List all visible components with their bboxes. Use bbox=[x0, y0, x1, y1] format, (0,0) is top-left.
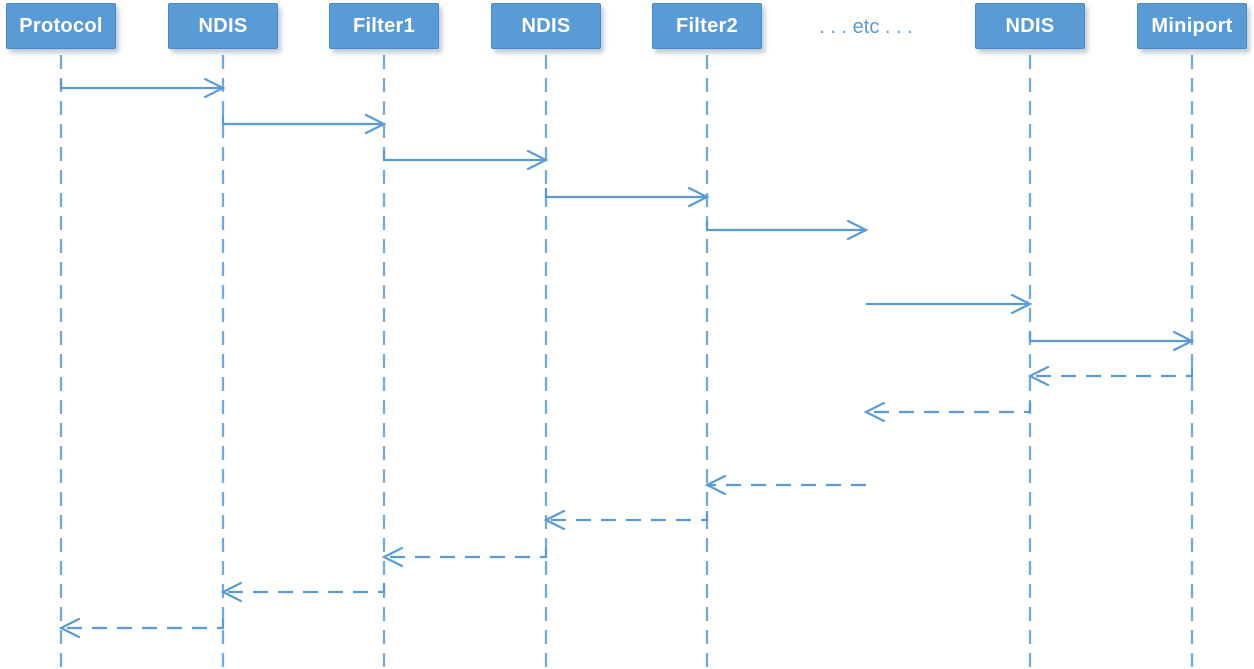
message-arrow-8-dashed bbox=[1027, 365, 1194, 387]
message-arrow-5-solid bbox=[705, 219, 869, 241]
message-arrow-11-dashed bbox=[543, 509, 709, 531]
message-arrow-12-dashed bbox=[381, 546, 548, 568]
message-arrow-7-solid bbox=[1028, 330, 1195, 352]
message-arrow-1-solid bbox=[59, 77, 226, 99]
message-arrow-2-solid bbox=[221, 113, 387, 135]
message-arrow-13-dashed bbox=[220, 581, 386, 603]
message-arrow-9-dashed bbox=[863, 401, 1032, 423]
message-arrow-3-solid bbox=[382, 149, 549, 171]
message-arrow-14-dashed bbox=[58, 617, 225, 639]
message-arrow-4-solid bbox=[544, 186, 710, 208]
